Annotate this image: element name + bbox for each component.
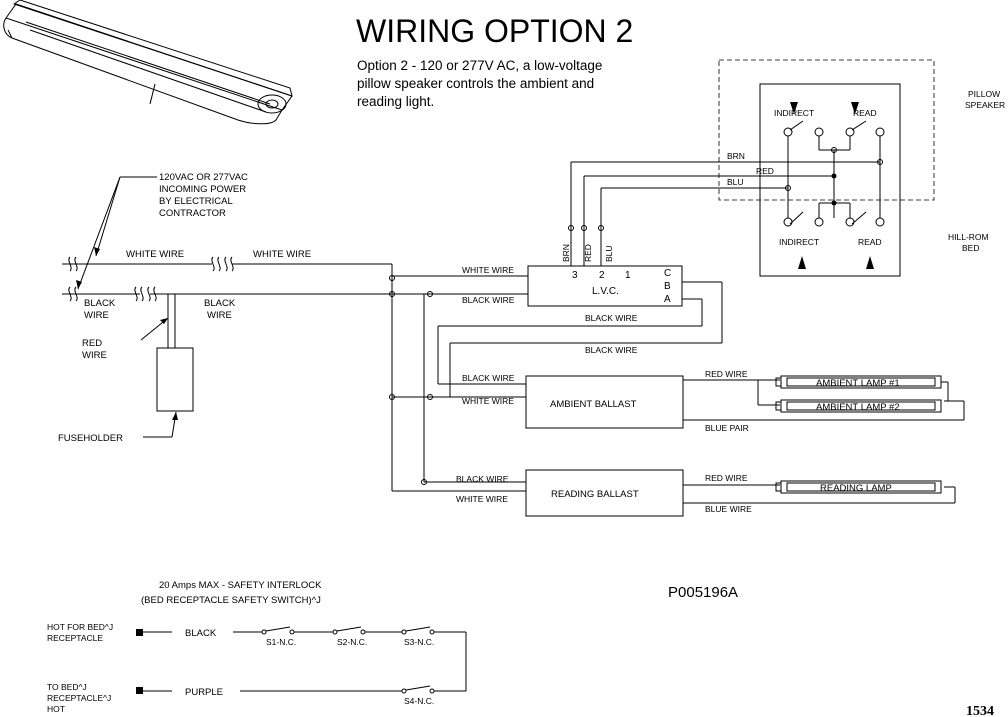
svg-text:READING LAMP: READING LAMP <box>820 483 892 494</box>
diagram-title: WIRING OPTION 2 <box>356 13 633 49</box>
svg-text:BLACK WIRE: BLACK WIRE <box>456 474 509 484</box>
svg-text:3: 3 <box>572 270 578 281</box>
reading-lamp: READING LAMP <box>775 480 942 494</box>
incoming-power-annotation: 120VAC OR 277VAC INCOMING POWER BY ELECT… <box>76 172 248 290</box>
svg-text:WIRE: WIRE <box>82 350 107 361</box>
svg-text:RED WIRE: RED WIRE <box>705 369 748 379</box>
svg-text:BY ELECTRICAL: BY ELECTRICAL <box>159 196 233 207</box>
svg-text:RECEPTACLE^J: RECEPTACLE^J <box>47 693 111 703</box>
svg-text:HOT FOR BED^J: HOT FOR BED^J <box>47 622 113 632</box>
svg-text:BLACK: BLACK <box>204 298 236 309</box>
ambient-ballast: AMBIENT BALLAST BLACK WIRE WHITE WIRE RE… <box>462 369 965 433</box>
svg-text:2: 2 <box>599 270 605 281</box>
svg-text:BLU: BLU <box>604 245 614 262</box>
svg-text:BED: BED <box>962 243 979 253</box>
part-number: P005196A <box>668 584 738 601</box>
svg-text:PILLOW: PILLOW <box>968 89 1000 99</box>
svg-text:RED: RED <box>583 244 593 262</box>
svg-text:A: A <box>664 294 671 305</box>
svg-text:CONTRACTOR: CONTRACTOR <box>159 208 226 219</box>
svg-text:S3-N.C.: S3-N.C. <box>404 637 434 647</box>
svg-text:RED WIRE: RED WIRE <box>705 473 748 483</box>
svg-text:RED: RED <box>756 166 774 176</box>
svg-text:FUSEHOLDER: FUSEHOLDER <box>58 433 123 444</box>
svg-text:(BED RECEPTACLE SAFETY SWITCH): (BED RECEPTACLE SAFETY SWITCH)^J <box>141 595 321 606</box>
svg-text:HOT: HOT <box>47 704 65 714</box>
svg-text:WIRE: WIRE <box>84 310 109 321</box>
svg-text:PURPLE: PURPLE <box>185 687 223 698</box>
incoming-white-wire: WHITE WIRE WHITE WIRE <box>62 249 392 272</box>
svg-text:WHITE WIRE: WHITE WIRE <box>126 249 184 260</box>
svg-text:INDIRECT: INDIRECT <box>774 108 814 118</box>
svg-text:C: C <box>664 268 671 279</box>
svg-text:AMBIENT BALLAST: AMBIENT BALLAST <box>550 399 637 410</box>
svg-text:INCOMING POWER: INCOMING POWER <box>159 184 246 195</box>
svg-text:120VAC OR 277VAC: 120VAC OR 277VAC <box>159 172 248 183</box>
svg-text:RED: RED <box>82 338 102 349</box>
svg-text:BLACK: BLACK <box>185 628 217 639</box>
svg-text:WHITE WIRE: WHITE WIRE <box>462 265 514 275</box>
svg-text:WHITE WIRE: WHITE WIRE <box>456 494 508 504</box>
svg-text:WHITE WIRE: WHITE WIRE <box>253 249 311 260</box>
svg-text:BLACK WIRE: BLACK WIRE <box>462 295 515 305</box>
ambient-lamp-2: AMBIENT LAMP #2 <box>775 399 942 413</box>
reading-ballast: READING BALLAST BLACK WIRE WHITE WIRE RE… <box>456 469 956 517</box>
svg-text:BLUE WIRE: BLUE WIRE <box>705 504 752 514</box>
svg-text:20 Amps MAX - SAFETY INTERLOCK: 20 Amps MAX - SAFETY INTERLOCK <box>159 580 322 591</box>
low-voltage-wires: BRN RED BLU BRN RED BLU <box>561 151 880 266</box>
svg-text:B: B <box>664 281 671 292</box>
svg-text:BLUE PAIR: BLUE PAIR <box>705 423 749 433</box>
svg-text:BLACK WIRE: BLACK WIRE <box>462 373 515 383</box>
svg-text:S2-N.C.: S2-N.C. <box>337 637 367 647</box>
lvc-label: L.V.C. <box>592 286 619 297</box>
svg-text:BRN: BRN <box>727 151 745 161</box>
lvc-output-wires: BLACK WIRE BLACK WIRE <box>427 281 723 400</box>
pillow-speaker: PILLOW SPEAKER INDIRECT READ INDIRECT RE <box>718 59 1005 277</box>
svg-text:BLACK WIRE: BLACK WIRE <box>585 345 638 355</box>
description-line-3: reading light. <box>357 94 434 109</box>
svg-text:SPEAKER: SPEAKER <box>965 100 1005 110</box>
svg-text:INDIRECT: INDIRECT <box>779 237 819 247</box>
description-line-1: Option 2 - 120 or 277V AC, a low-voltage <box>357 58 602 73</box>
svg-text:HILL-ROM: HILL-ROM <box>948 232 989 242</box>
svg-text:READ: READ <box>853 108 877 118</box>
svg-text:BLACK WIRE: BLACK WIRE <box>585 313 638 323</box>
svg-text:BLU: BLU <box>727 177 744 187</box>
svg-text:S4-N.C.: S4-N.C. <box>404 696 434 706</box>
svg-text:RECEPTACLE: RECEPTACLE <box>47 633 103 643</box>
svg-text:1: 1 <box>625 270 631 281</box>
svg-text:WHITE WIRE: WHITE WIRE <box>462 396 514 406</box>
svg-text:BRN: BRN <box>561 244 571 262</box>
safety-interlock: 20 Amps MAX - SAFETY INTERLOCK (BED RECE… <box>47 580 467 714</box>
svg-text:READ: READ <box>858 237 882 247</box>
light-fixture-illustration <box>3 0 293 125</box>
fuseholder: FUSEHOLDER <box>58 294 194 444</box>
ambient-lamp-1: AMBIENT LAMP #1 <box>775 375 949 401</box>
svg-text:S1-N.C.: S1-N.C. <box>266 637 296 647</box>
svg-text:READING BALLAST: READING BALLAST <box>551 489 639 500</box>
svg-text:TO BED^J: TO BED^J <box>47 682 87 692</box>
svg-text:AMBIENT LAMP #1: AMBIENT LAMP #1 <box>816 378 900 389</box>
lvc-module: 3 2 1 C B A L.V.C. <box>527 265 683 307</box>
page-number: 1534 <box>966 704 994 717</box>
description-line-2: pillow speaker controls the ambient and <box>357 76 594 91</box>
svg-text:AMBIENT LAMP #2: AMBIENT LAMP #2 <box>816 402 900 413</box>
svg-text:BLACK: BLACK <box>84 298 116 309</box>
svg-text:WIRE: WIRE <box>207 310 232 321</box>
incoming-black-wire: BLACK WIRE BLACK WIRE RED WIRE <box>62 286 386 361</box>
